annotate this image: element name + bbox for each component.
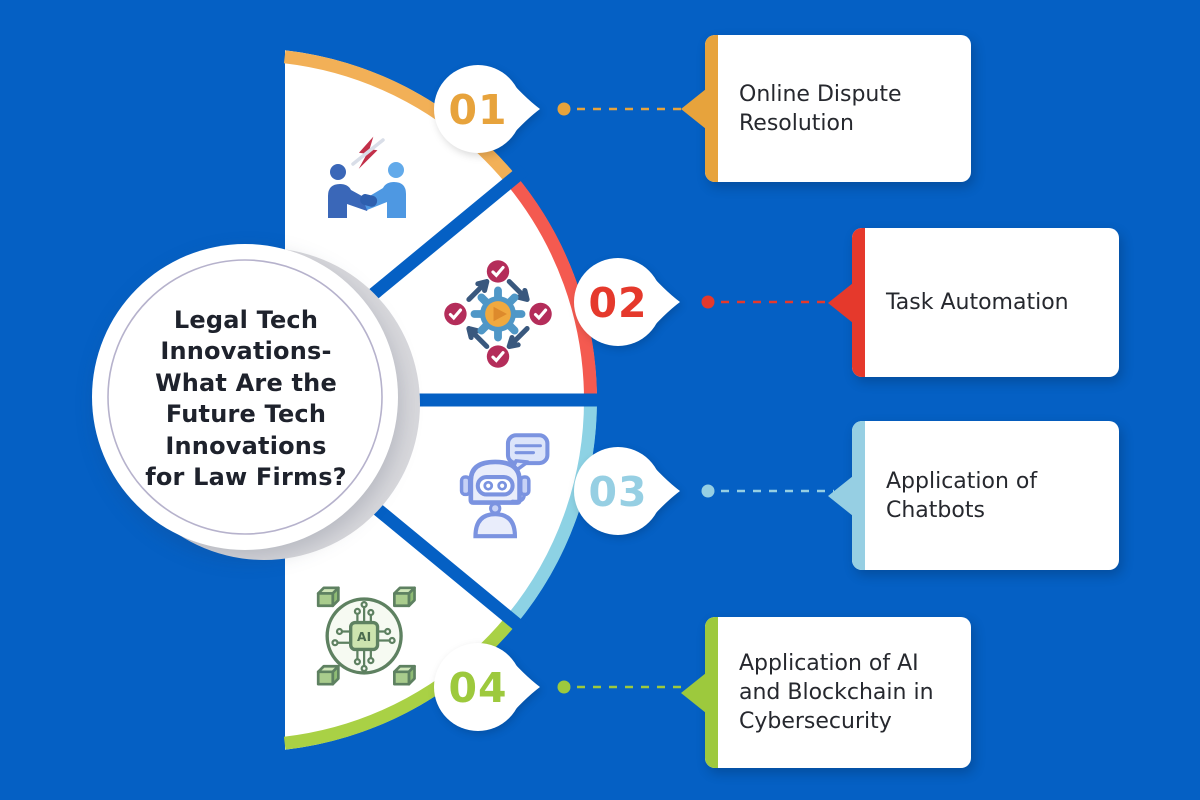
person-right xyxy=(363,162,406,218)
card-task-automation: Task Automation xyxy=(828,228,1119,377)
blockchain-cubes xyxy=(316,586,416,686)
gear xyxy=(470,286,526,342)
handshake-dispute-resolution-icon xyxy=(328,136,406,218)
handshake-hands xyxy=(360,194,378,207)
fan-segments-background xyxy=(285,50,597,750)
gear-automation-icon xyxy=(444,260,552,368)
circuit-traces xyxy=(331,601,396,673)
number-bubble-02 xyxy=(574,258,680,346)
ai-chip: AI xyxy=(349,620,380,652)
play-icon xyxy=(493,306,507,322)
segment-arc-02 xyxy=(505,175,597,401)
center-title: Legal Tech Innovations- What Are the Fut… xyxy=(92,244,400,554)
card-accent-bar xyxy=(705,35,718,182)
ai-chip-blockchain-icon: AI xyxy=(316,586,416,686)
connector-dot-01 xyxy=(557,102,571,116)
card-label: Application of Chatbots xyxy=(886,468,1038,523)
center-title-line: for Law Firms? xyxy=(145,463,347,491)
card-label: Online Dispute Resolution xyxy=(739,81,902,136)
connector-dot-02 xyxy=(701,295,715,309)
card-accent-bar xyxy=(852,421,865,570)
card-ai-blockchain-cybersecurity: Application of AI and Blockchain in Cybe… xyxy=(681,617,971,768)
number-bubble-01 xyxy=(434,65,540,153)
center-title-line: Innovations xyxy=(165,431,327,460)
flow-arrows xyxy=(466,279,530,349)
segment-arc-01 xyxy=(283,50,516,184)
center-title-line: Legal Tech xyxy=(173,305,319,334)
step-number-01: 01 xyxy=(448,86,508,134)
number-bubble-03 xyxy=(574,447,680,535)
segment-divider xyxy=(342,164,529,322)
crossed-bolt xyxy=(351,136,385,169)
segment-arc-03 xyxy=(505,399,597,625)
card-application-of-chatbots: Application of Chatbots xyxy=(828,421,1119,570)
center-title-line: Future Tech xyxy=(165,400,327,428)
robot-body xyxy=(473,502,518,539)
check-circles xyxy=(444,260,552,368)
card-accent-bar xyxy=(852,228,865,377)
card-pointer xyxy=(828,475,853,516)
card-accent-bar xyxy=(705,617,718,768)
step-number-02: 02 xyxy=(588,279,648,327)
step-number-04: 04 xyxy=(448,664,508,712)
number-bubble-04 xyxy=(434,643,540,731)
card-pointer xyxy=(681,88,706,129)
connector-dot-03 xyxy=(701,484,715,498)
card-label: Application of AI and Blockchain in Cybe… xyxy=(739,651,934,734)
ai-chip-label: AI xyxy=(357,630,371,644)
connector-dot-04 xyxy=(557,680,571,694)
center-title-line: Innovations- xyxy=(160,337,332,365)
person-left xyxy=(328,164,371,218)
center-title-line: What Are the xyxy=(155,368,337,397)
card-label: Task Automation xyxy=(886,290,1069,315)
step-number-03: 03 xyxy=(588,468,648,516)
card-pointer xyxy=(828,282,853,323)
chatbot-robot-icon xyxy=(459,433,550,539)
card-online-dispute-resolution: Online Dispute Resolution xyxy=(681,35,971,182)
center-circle-ring xyxy=(107,259,383,535)
robot-eye xyxy=(483,480,494,491)
robot-eye xyxy=(497,480,508,491)
center-circle xyxy=(92,244,398,550)
card-pointer xyxy=(681,672,706,713)
robot-head xyxy=(459,459,531,505)
robot-mic xyxy=(510,492,526,504)
